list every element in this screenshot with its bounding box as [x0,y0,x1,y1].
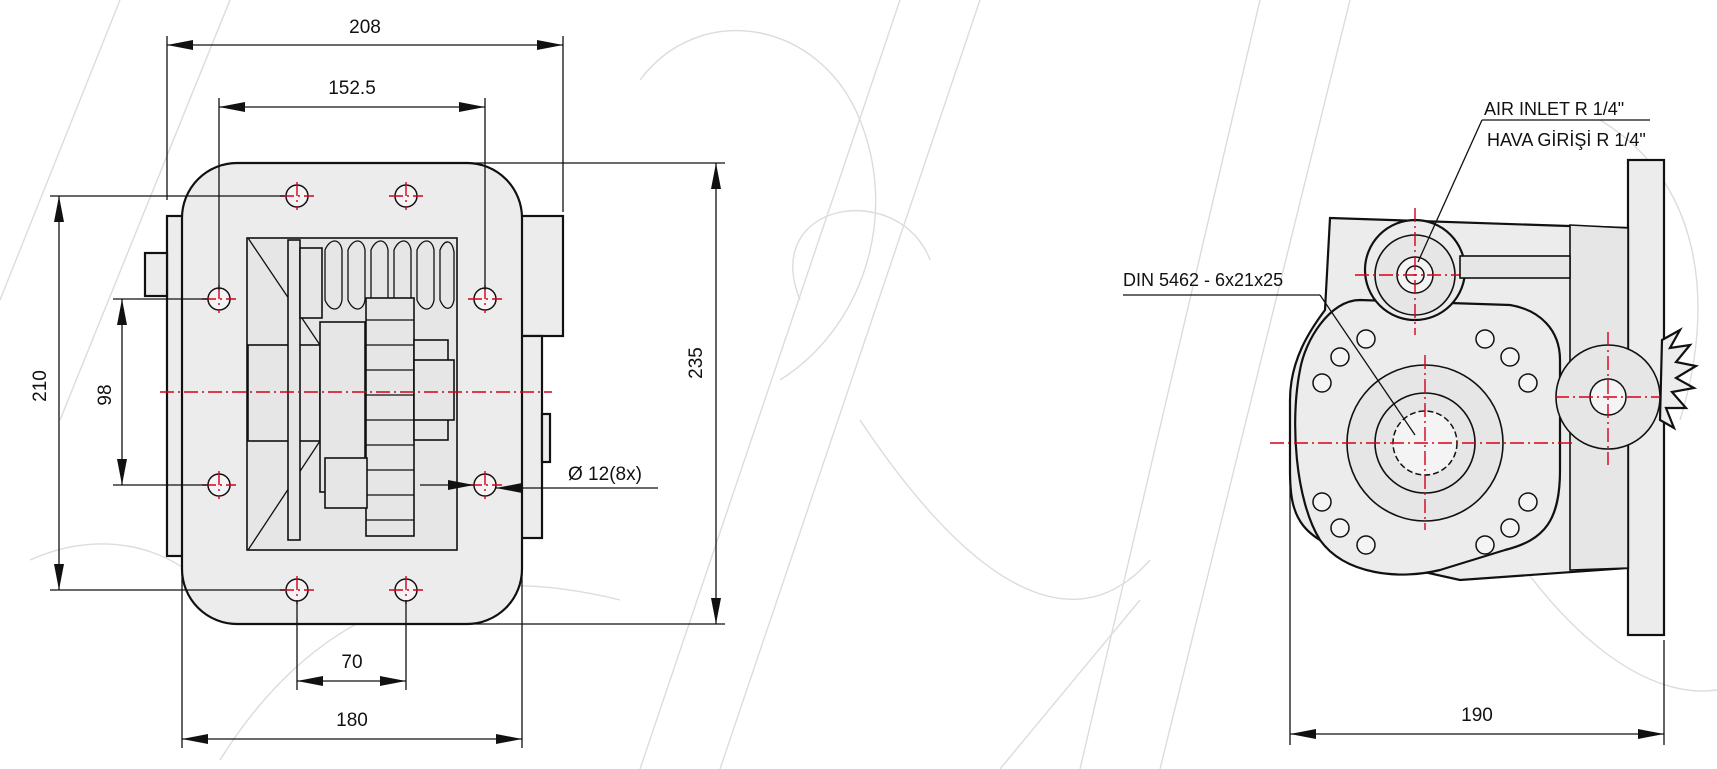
air-inlet-label: AIR INLET R 1/4" [1484,99,1624,119]
dim-flange-width: 180 [181,560,523,748]
bolt-hole [280,182,314,210]
bolt-holes [202,182,502,604]
main-gear [365,297,415,537]
dim-70-label: 70 [341,652,362,673]
dim-overall-width: 208 [166,17,564,212]
shaft-collar [413,359,455,421]
hatch-line [247,237,321,346]
dim-length: 190 [1289,440,1665,745]
hole-label: Ø 12(8x) [568,464,642,485]
side-view: AIR INLET R 1/4" HAVA GİRİŞİ R 1/4" DIN … [1123,99,1700,745]
bolt-hole [1312,373,1332,393]
side-port [540,412,552,464]
dim-flange-height: 210 [30,195,285,591]
bolt-hole [1356,535,1376,555]
spline-callout: DIN 5462 - 6x21x25 [1123,270,1416,436]
bolt-hole [1500,347,1520,367]
dim-152-5-label: 152.5 [328,78,376,99]
spline-label: DIN 5462 - 6x21x25 [1123,270,1283,290]
gear-teeth [366,319,414,521]
front-view: 208 152.5 235 210 [30,17,725,748]
drive-gear [1658,327,1700,431]
dim-190-label: 190 [1461,705,1493,726]
bolt-hole [1518,373,1538,393]
hatch-line [247,440,321,551]
dim-98-label: 98 [95,384,116,405]
hole-callout: Ø 12(8x) [420,464,658,493]
bolt-hole [1330,518,1350,538]
bolt-hole [1518,492,1538,512]
dim-210-label: 210 [30,370,51,402]
hava-girisi-label: HAVA GİRİŞİ R 1/4" [1487,130,1646,150]
bolt-hole [1475,329,1495,349]
dim-bolt-spacing-horizontal: 152.5 [218,78,486,290]
dim-bolt-spacing-vertical: 98 [95,298,208,486]
bolt-hole [1500,518,1520,538]
bolt-hole [280,576,314,604]
bolt-hole [1475,535,1495,555]
bolt-hole [389,182,423,210]
shaft-body [247,344,321,442]
small-gear [324,457,368,509]
bolt-hole [1356,329,1376,349]
side-bolt-holes [1312,329,1538,555]
lever-bar [1459,255,1571,279]
dim-235-label: 235 [686,347,707,379]
dim-bottom-bolt-spacing: 70 [296,600,407,690]
air-inlet-callout: AIR INLET R 1/4" HAVA GİRİŞİ R 1/4" [1417,99,1650,263]
dim-180-label: 180 [336,710,368,731]
dim-208-label: 208 [349,17,381,38]
side-plate-right [299,247,323,319]
dim-overall-height: 235 [450,162,725,625]
rear-shaft-stub [143,251,169,298]
side-plate-left [287,239,301,541]
bolt-hole [1312,492,1332,512]
bolt-hole [1330,347,1350,367]
